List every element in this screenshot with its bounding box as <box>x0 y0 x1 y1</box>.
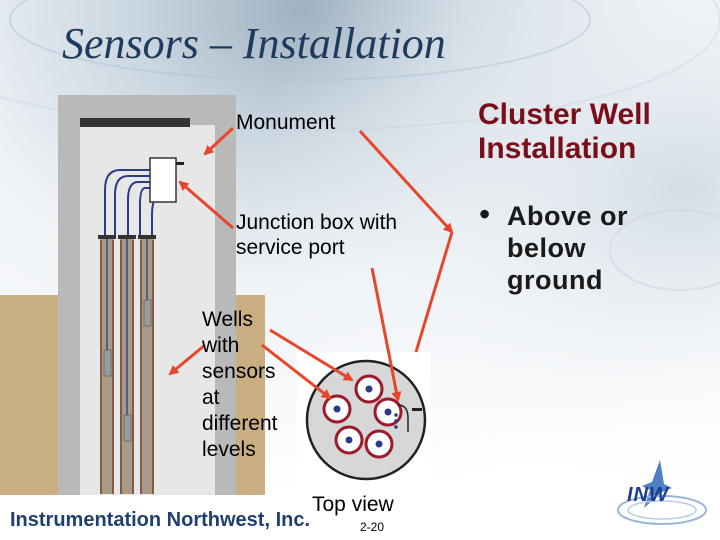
wells-label-line: levels <box>202 438 256 461</box>
slide-title-text: Sensors – Installation <box>62 19 446 68</box>
monument-label: Monument <box>236 111 336 134</box>
inw-logo-icon <box>617 460 707 525</box>
heading-line: Installation <box>478 132 637 165</box>
wells-label-line: sensors <box>202 360 276 383</box>
well-pipes <box>98 235 156 494</box>
heading-line: Cluster Well <box>478 98 651 131</box>
slide-title: Sensors – Installation <box>62 22 446 66</box>
top-view-label: Top view <box>312 493 394 516</box>
wells-label-line: Wells <box>202 308 253 331</box>
callout-arrows <box>168 126 454 402</box>
bullet-line: ground <box>507 265 603 295</box>
junction-box <box>149 157 177 203</box>
bullet-line: Above or <box>507 201 629 231</box>
monument-cap <box>80 118 190 127</box>
inw-logo-text: INW <box>627 484 669 506</box>
wells-label-line: with <box>202 334 240 357</box>
bullet-point: Above or below ground <box>507 200 628 296</box>
top-view-diagram <box>297 352 430 487</box>
cluster-well-heading: Cluster Well Installation <box>478 98 651 166</box>
wells-label: Wells with sensors at different levels <box>202 307 278 463</box>
company-name: Instrumentation Northwest, Inc. <box>10 509 311 531</box>
wells-label-line: at <box>202 386 220 409</box>
junction-box-label: Junction box with service port <box>236 211 398 259</box>
wells-label-line: different <box>202 412 278 435</box>
sensor-cables <box>104 169 161 235</box>
page-number: 2-20 <box>360 520 385 534</box>
bullet-icon: • <box>479 196 491 232</box>
bullet-line: below <box>507 233 587 263</box>
